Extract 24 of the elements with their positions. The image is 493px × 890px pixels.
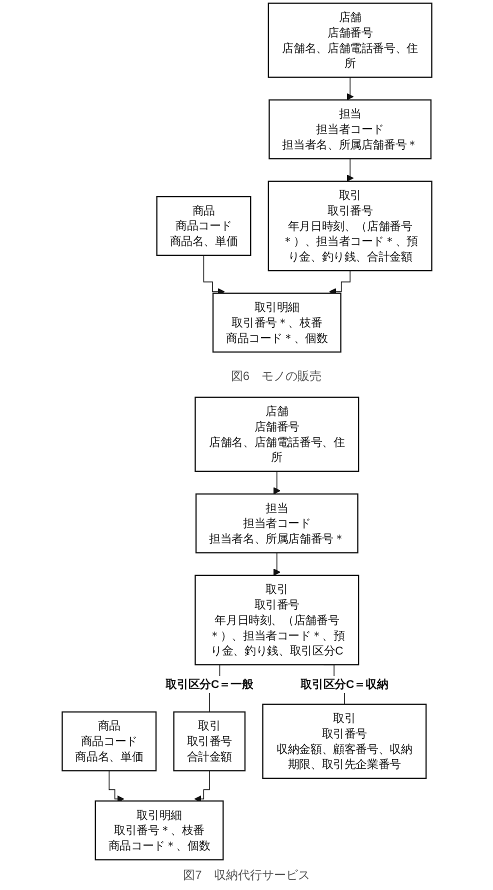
node-box: 取引明細 取引番号＊、枝番 商品コード＊、個数 [212,292,341,353]
node-box: 店舗 店舗番号 店舗名、店舗電話番号、住所 [267,2,432,78]
arrow [194,770,210,802]
arrow [202,254,224,296]
arrow [108,770,124,802]
arrow [346,76,354,100]
node-box: 担当 担当者コード 担当者名、所属店舗番号＊ [268,99,432,160]
edge-label: 取引区分C＝一般 [165,678,253,691]
node-box: 店舗 店舗番号 店舗名、店舗電話番号、住所 [194,396,359,472]
arrow [272,470,280,494]
node-box: 取引 取引番号 収納金額、顧客番号、収納期限、取引先企業番号 [262,704,426,779]
node-box: 取引 取引番号 年月日時刻、（店舗番号＊）、担当者コード＊、預り金、釣り銭、取引区分C [194,574,359,666]
node-box: 取引 取引番号 合計金額 [172,711,246,772]
arrow [272,552,280,576]
edge-label: 取引区分C＝収納 [300,678,388,691]
figure-caption: 図7 収納代行サービス [183,867,310,884]
figure-caption: 図6 モノの販売 [230,368,322,386]
node-box: 取引明細 取引番号＊、枝番 商品コード＊、個数 [94,800,224,860]
node-box: 担当 担当者コード 担当者名、所属店舗番号＊ [194,493,358,554]
node-box: 商品 商品コード 商品名、単価 [156,196,251,256]
node-box: 商品 商品コード 商品名、単価 [61,711,156,772]
node-box: 取引 取引番号 年月日時刻、（店舗番号＊）、担当者コード＊、預り金、釣り銭、合計金額 [267,180,432,272]
arrow [328,270,350,296]
arrow [346,158,354,182]
